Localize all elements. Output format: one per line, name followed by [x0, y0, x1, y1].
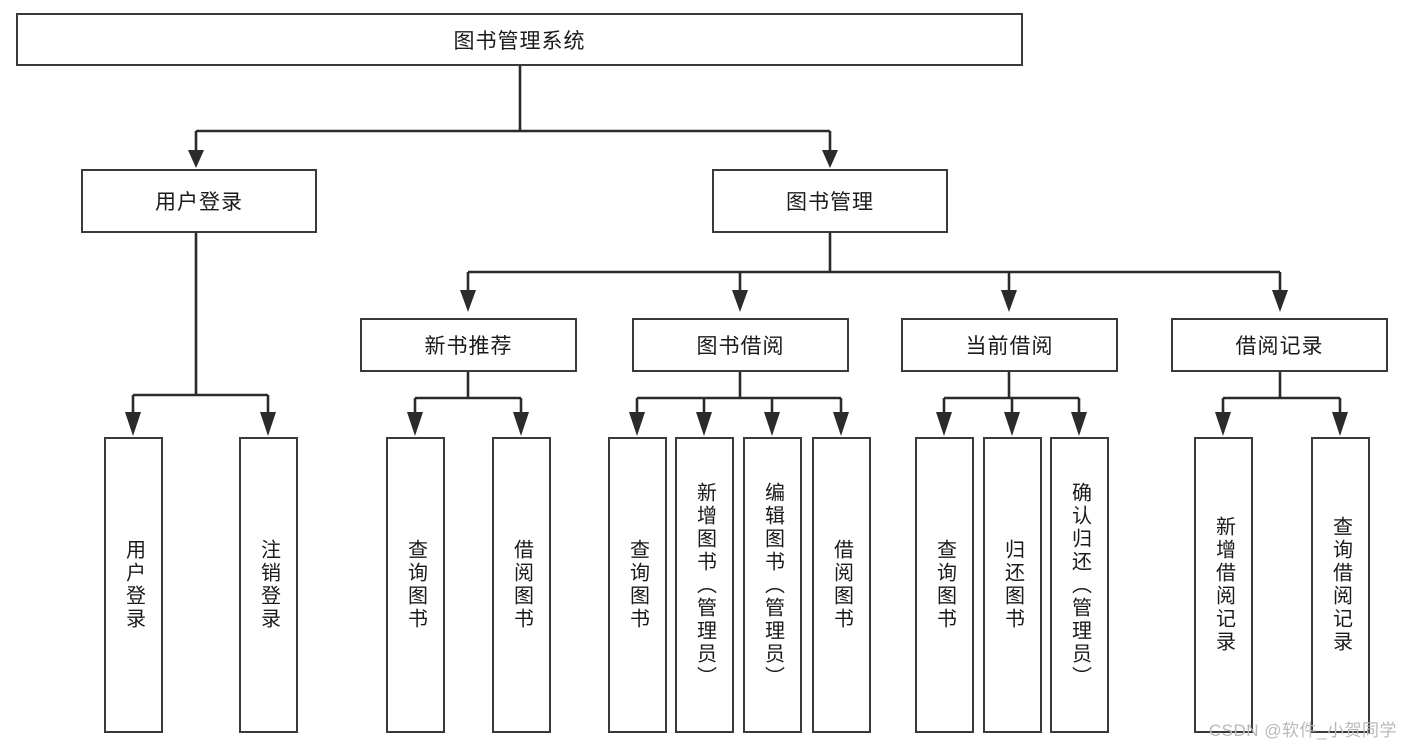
leaf-borrow-book[interactable]: 借阅图书	[812, 437, 871, 733]
arrow-nb-l2	[513, 412, 529, 436]
arrow-bb-l3	[764, 412, 780, 436]
arrow-bb-l1	[629, 412, 645, 436]
node-current-borrow[interactable]: 当前借阅	[901, 318, 1118, 372]
arrow-bb-l2	[696, 412, 712, 436]
arrow-user-l2	[260, 412, 276, 436]
leaf-edit-book-admin[interactable]: 编辑图书（管理员）	[743, 437, 802, 733]
node-root[interactable]: 图书管理系统	[16, 13, 1023, 66]
arrow-bm-c2	[732, 290, 748, 312]
leaf-return-book[interactable]: 归还图书	[983, 437, 1042, 733]
leaf-query-borrow-record[interactable]: 查询借阅记录	[1311, 437, 1370, 733]
arrow-bm-c1	[460, 290, 476, 312]
arrow-bm-c3	[1001, 290, 1017, 312]
leaf-add-book-admin[interactable]: 新增图书（管理员）	[675, 437, 734, 733]
arrow-cb-l1	[936, 412, 952, 436]
leaf-user-login[interactable]: 用户登录	[104, 437, 163, 733]
node-borrow-record[interactable]: 借阅记录	[1171, 318, 1388, 372]
leaf-query-book-recommend[interactable]: 查询图书	[386, 437, 445, 733]
arrow-cb-l2	[1004, 412, 1020, 436]
leaf-borrow-book-recommend[interactable]: 借阅图书	[492, 437, 551, 733]
leaf-logout-login[interactable]: 注销登录	[239, 437, 298, 733]
node-book-management[interactable]: 图书管理	[712, 169, 948, 233]
leaf-confirm-return-admin[interactable]: 确认归还（管理员）	[1050, 437, 1109, 733]
node-new-book-recommend[interactable]: 新书推荐	[360, 318, 577, 372]
arrow-br-l1	[1215, 412, 1231, 436]
arrow-nb-l1	[407, 412, 423, 436]
arrow-br-l2	[1332, 412, 1348, 436]
leaf-add-borrow-record[interactable]: 新增借阅记录	[1194, 437, 1253, 733]
arrow-user-l1	[125, 412, 141, 436]
leaf-query-book-borrow[interactable]: 查询图书	[608, 437, 667, 733]
leaf-query-book-current[interactable]: 查询图书	[915, 437, 974, 733]
arrow-cb-l3	[1071, 412, 1087, 436]
node-book-borrow[interactable]: 图书借阅	[632, 318, 849, 372]
arrow-root-to-bookmgmt	[822, 150, 838, 168]
arrow-bm-c4	[1272, 290, 1288, 312]
arrow-bb-l4	[833, 412, 849, 436]
arrow-root-to-user	[188, 150, 204, 168]
node-user-login[interactable]: 用户登录	[81, 169, 317, 233]
